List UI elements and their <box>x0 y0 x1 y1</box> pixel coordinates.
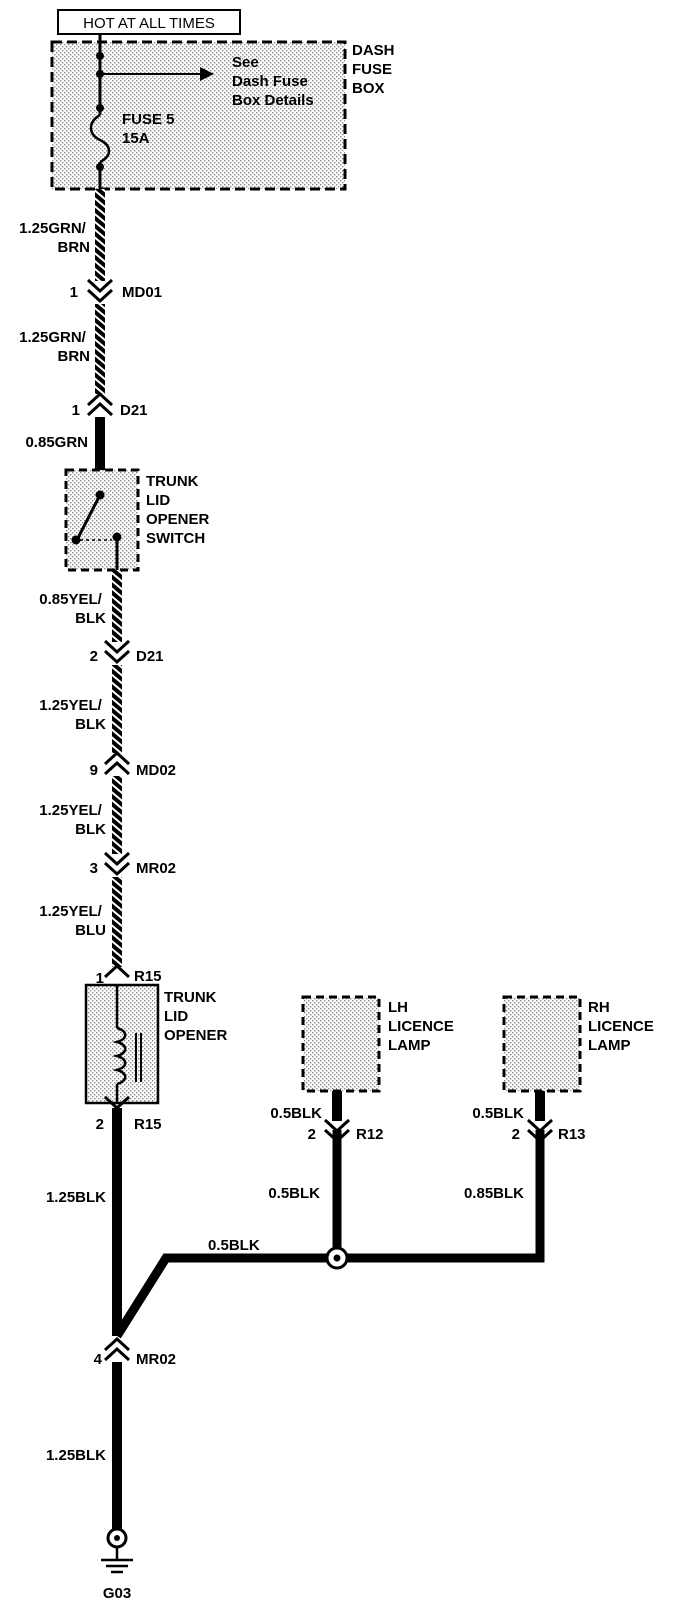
connector-d21-pin1-pin: 1 <box>72 402 80 419</box>
connector-r15-pin2-pin: 2 <box>96 1116 104 1133</box>
ground-g03: G03 <box>101 1527 133 1602</box>
lh-lamp-name-line-2: LICENCE <box>388 1018 454 1035</box>
wire-label-9: 1.25BLK <box>46 1447 106 1464</box>
connector-mr02-pin4-pin: 4 <box>94 1351 103 1368</box>
fuse-box-name-line-2: FUSE <box>352 61 392 78</box>
connector-mr02-pin4-name: MR02 <box>136 1351 176 1368</box>
rh-lamp-name-line-2: LICENCE <box>588 1018 654 1035</box>
fuse-box-note-line-1: See <box>232 54 259 71</box>
wire-label-rh-top: 0.5BLK <box>472 1105 524 1122</box>
fuse-box-name-line-1: DASH <box>352 42 395 59</box>
rh-lamp-name-line-1: RH <box>588 999 610 1016</box>
trunk-switch-name-line-2: LID <box>146 492 170 509</box>
wire-label-1: 1.25GRN/ BRN <box>19 220 90 256</box>
wire-label-8: 1.25BLK <box>46 1189 106 1206</box>
rh-lamp-name-line-3: LAMP <box>588 1037 631 1054</box>
connector-r12-pin: 2 <box>308 1126 316 1143</box>
wire-label-5: 1.25YEL/ BLK <box>39 697 106 733</box>
wire-label-lh-top: 0.5BLK <box>270 1105 322 1122</box>
connector-md02: 9 MD02 <box>90 750 176 779</box>
connector-mr02-pin3: 3 MR02 <box>90 851 176 877</box>
connector-d21-pin1: 1 D21 <box>72 391 148 419</box>
wire-label-3: 0.85GRN <box>25 434 88 451</box>
wire-label-bus: 0.5BLK <box>208 1237 260 1254</box>
connector-mr02-pin3-name: MR02 <box>136 860 176 877</box>
fuse-rating: 15A <box>122 130 150 147</box>
connector-md01-name: MD01 <box>122 284 162 301</box>
svg-text:DASH FUSE BOX: DASH FUSE BOX <box>352 42 399 97</box>
svg-text:RH LICENCE LAMP: RH LICENCE LAMP <box>588 999 658 1054</box>
lh-lamp-name-line-3: LAMP <box>388 1037 431 1054</box>
wire-label-7: 1.25YEL/ BLU <box>39 903 106 939</box>
connector-r13-pin: 2 <box>512 1126 520 1143</box>
connector-d21-pin1-name: D21 <box>120 402 148 419</box>
connector-r15-pin1-name: R15 <box>134 968 162 985</box>
ground-wire <box>112 1108 545 1530</box>
solenoid-coil-icon <box>112 1026 127 1086</box>
lh-lamp-name-line-1: LH <box>388 999 408 1016</box>
power-source-label: HOT AT ALL TIMES <box>83 15 215 32</box>
fuse-box-note-line-3: Box Details <box>232 92 314 109</box>
trunk-opener-name-line-3: OPENER <box>164 1027 228 1044</box>
wire-label-4: 0.85YEL/ BLK <box>39 591 106 627</box>
trunk-switch-name-line-3: OPENER <box>146 511 210 528</box>
trunk-opener-name-line-1: TRUNK <box>164 989 217 1006</box>
trunk-lid-opener: TRUNK LID OPENER <box>84 983 228 1111</box>
trunk-switch-name-line-1: TRUNK <box>146 473 199 490</box>
connector-md01-pin: 1 <box>70 284 78 301</box>
lh-licence-lamp: LH LICENCE LAMP 0.5BLK 2 R12 0.5BLK <box>268 995 458 1202</box>
wire-label-2: 1.25GRN/ BRN <box>19 329 90 365</box>
fuse-icon <box>89 113 111 164</box>
main-wire-opener-feed <box>112 570 122 967</box>
trunk-lid-opener-switch: TRUNK LID OPENER SWITCH <box>64 468 214 572</box>
ground-label: G03 <box>103 1585 131 1602</box>
arrow-right-icon <box>200 67 214 81</box>
svg-text:See Dash Fuse Box: See Dash Fuse Box Details <box>232 54 314 109</box>
connector-r15-pin2-name: R15 <box>134 1116 162 1133</box>
fuse-box-note-line-2: Dash Fuse <box>232 73 308 90</box>
connector-r13-name: R13 <box>558 1126 586 1143</box>
trunk-opener-name-line-2: LID <box>164 1008 188 1025</box>
svg-text:FUSE 5 15A: FUSE 5 15A <box>122 111 179 147</box>
svg-text:TRUNK LID OPENER: TRUNK LID OPENER <box>164 989 228 1044</box>
connector-d21-pin2: 2 D21 <box>90 639 164 665</box>
fuse-label: FUSE 5 <box>122 111 175 128</box>
wire-label-lh-bottom: 0.5BLK <box>268 1185 320 1202</box>
power-source-header: HOT AT ALL TIMES <box>57 9 241 35</box>
connector-r12-name: R12 <box>356 1126 384 1143</box>
connector-r15-pin1: 1 R15 <box>96 963 162 987</box>
svg-text:TRUNK LID OPENER: TRUNK LID OPENER SWITCH <box>146 473 214 547</box>
connector-r15-pin1-pin: 1 <box>96 970 104 987</box>
dash-fuse-box: See Dash Fuse Box Details FUSE 5 15A DAS… <box>50 34 399 191</box>
rh-licence-lamp: RH LICENCE LAMP 0.5BLK 2 R13 0.85BLK <box>464 995 658 1202</box>
connector-d21-pin2-name: D21 <box>136 648 164 665</box>
trunk-switch-name-line-4: SWITCH <box>146 530 205 547</box>
wire-label-rh-bottom: 0.85BLK <box>464 1185 524 1202</box>
fuse-box-name-line-3: BOX <box>352 80 385 97</box>
connector-mr02-pin3-pin: 3 <box>90 860 98 877</box>
connector-r15-pin2: 2 R15 <box>96 1116 162 1133</box>
svg-text:LH LICENCE LAMP: LH LICENCE LAMP <box>388 999 458 1054</box>
connector-md01: 1 MD01 <box>70 278 162 304</box>
connector-d21-pin2-pin: 2 <box>90 648 98 665</box>
connector-md02-name: MD02 <box>136 762 176 779</box>
connector-mr02-pin4: 4 MR02 <box>94 1336 176 1368</box>
main-wire-feed <box>95 189 105 495</box>
connector-md02-pin: 9 <box>90 762 98 779</box>
wire-label-6: 1.25YEL/ BLK <box>39 802 106 838</box>
